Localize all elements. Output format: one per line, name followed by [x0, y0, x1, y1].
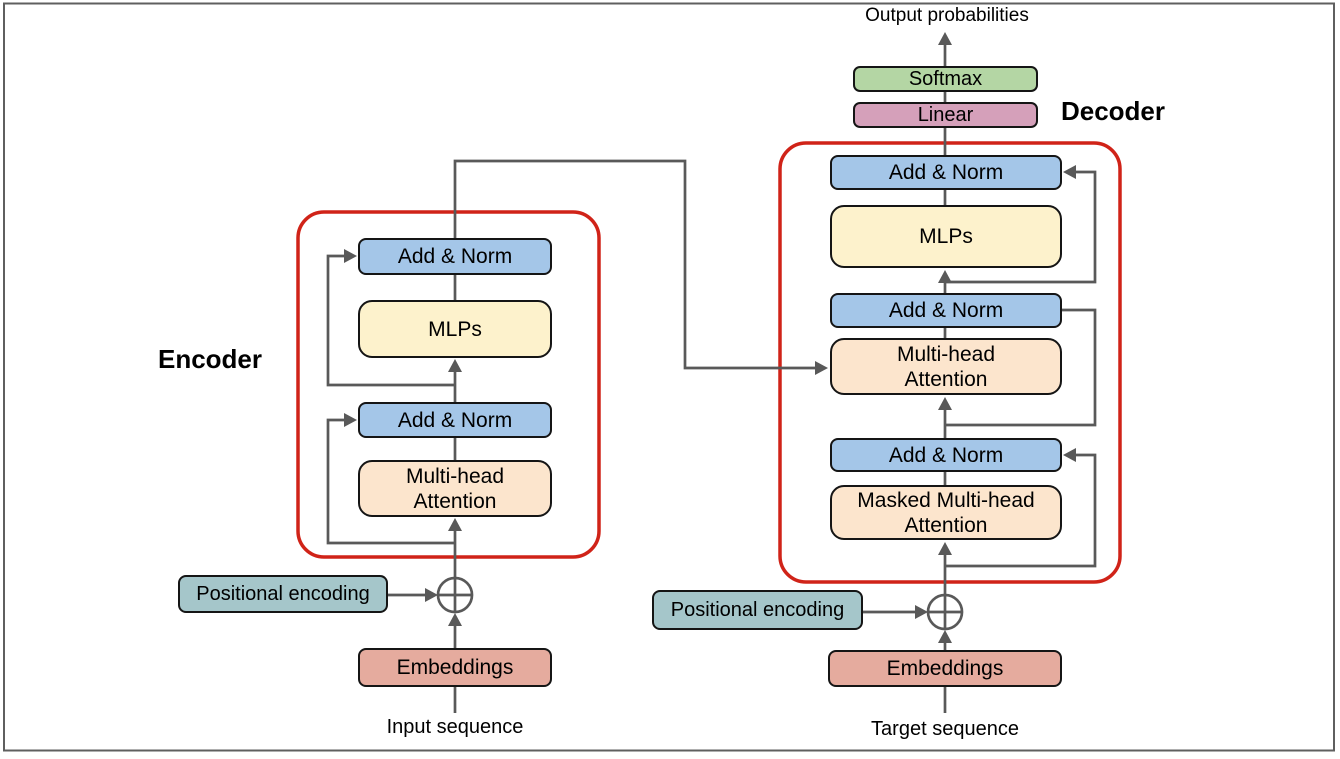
decoder-residual-bottom-wire: [945, 448, 1097, 568]
decoder-residual-middle-wire: [945, 308, 1097, 427]
encoder-positional-encoding-box: Positional encoding: [178, 575, 388, 613]
arrowhead: [344, 413, 357, 427]
arrowhead: [938, 32, 952, 45]
decoder-masked-multi-head-attention-box: Masked Multi-head Attention: [830, 485, 1062, 540]
encoder-add-norm-bottom-box: Add & Norm: [358, 402, 552, 438]
decoder-add-norm-middle-box: Add & Norm: [830, 293, 1062, 328]
decoder-positional-arrow-wire: [863, 605, 928, 619]
arrowhead: [938, 630, 952, 643]
decoder-region-outline: [778, 141, 1122, 584]
encoder-addnorm-to-mlps-wire: [448, 359, 462, 402]
arrowhead: [815, 361, 828, 375]
decoder-mlps-box: MLPs: [830, 205, 1062, 268]
input-sequence-label: Input sequence: [386, 716, 524, 738]
arrowhead: [938, 397, 952, 410]
decoder-add-icon: [926, 593, 964, 631]
output-probabilities-label: Output probabilities: [865, 5, 1029, 26]
encoder-mlps-box: MLPs: [358, 300, 552, 358]
arrowhead: [938, 542, 952, 555]
decoder-softmax-box: Softmax: [853, 66, 1038, 92]
encoder-multi-head-attention-box: Multi-head Attention: [358, 460, 552, 517]
arrowhead: [425, 588, 438, 602]
arrowhead: [344, 249, 357, 263]
decoder-positional-encoding-box: Positional encoding: [652, 590, 863, 630]
decoder-multi-head-attention-box: Multi-head Attention: [830, 338, 1062, 395]
decoder-addnorm-to-attention-wire: [938, 397, 952, 438]
encoder-output-to-decoder-wire: [453, 159, 828, 375]
decoder-add-to-masked-attention-wire: [938, 542, 952, 595]
decoder-linear-box: Linear: [853, 102, 1038, 128]
decoder-add-norm-bottom-box: Add & Norm: [830, 438, 1062, 472]
encoder-add-to-attention-wire: [448, 518, 462, 578]
arrowhead: [448, 359, 462, 372]
encoder-residual-bottom-wire: [326, 413, 455, 545]
encoder-embeddings-to-add-wire: [448, 613, 462, 650]
frame-border: [3, 2, 1335, 752]
decoder-embeddings-to-add-wire: [938, 630, 952, 650]
arrowhead: [448, 518, 462, 531]
target-sequence-label: Target sequence: [871, 718, 1019, 740]
arrowhead: [1063, 448, 1076, 462]
decoder-title: Decoder: [1060, 96, 1166, 126]
arrowhead: [1063, 165, 1076, 179]
encoder-region-outline: [296, 210, 601, 559]
encoder-positional-arrow-wire: [388, 588, 438, 602]
arrowhead: [938, 270, 952, 283]
decoder-embeddings-box: Embeddings: [828, 650, 1062, 687]
decoder-softmax-output-wire: [938, 32, 952, 67]
decoder-addnorm-to-mlps-wire: [938, 270, 952, 293]
encoder-residual-top-wire: [326, 249, 455, 387]
decoder-add-norm-top-box: Add & Norm: [830, 155, 1062, 190]
encoder-add-icon: [436, 576, 474, 614]
encoder-add-norm-top-box: Add & Norm: [358, 238, 552, 275]
decoder-residual-top-wire: [945, 165, 1097, 284]
arrowhead: [448, 613, 462, 626]
encoder-embeddings-box: Embeddings: [358, 648, 552, 687]
arrowhead: [915, 605, 928, 619]
encoder-title: Encoder: [157, 344, 263, 374]
